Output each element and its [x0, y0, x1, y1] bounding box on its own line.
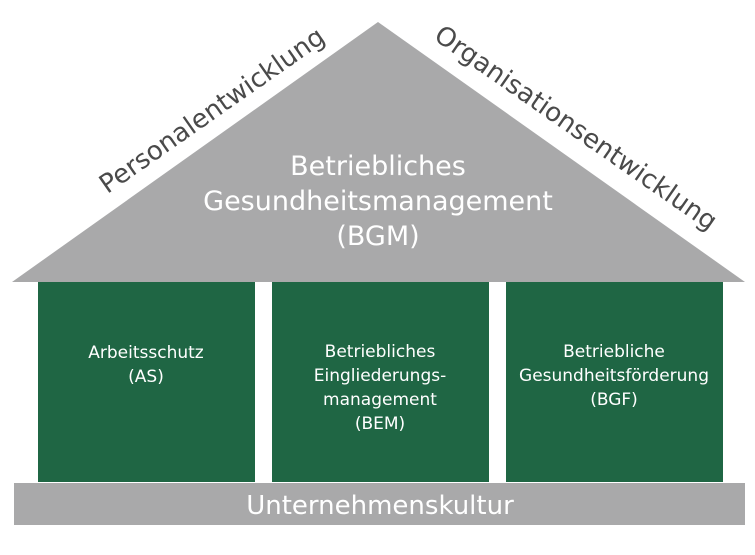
pillar-label-line: Betriebliche [563, 342, 665, 362]
pillar-label-line: Gesundheitsförderung [519, 366, 709, 386]
foundation [14, 483, 745, 525]
pillar-label-line: Eingliederungs- [314, 366, 447, 386]
pillar-label-line: (AS) [128, 367, 164, 387]
roof-title-line: Gesundheitsmanagement [203, 186, 553, 217]
pillar-label-line: Arbeitsschutz [88, 343, 204, 363]
roof-title-line: (BGM) [336, 221, 419, 252]
roof [12, 22, 745, 282]
pillar-label-line: management [323, 390, 437, 410]
pillar-label-line: Betriebliches [325, 342, 436, 362]
pillar-bem [272, 282, 489, 482]
roof-title-line: Betriebliches [290, 151, 466, 182]
pillar-label-line: (BGF) [590, 390, 638, 410]
foundation-label: Unternehmenskultur [246, 491, 514, 521]
pillar-arbeitsschutz [38, 282, 255, 482]
pillar-label-line: (BEM) [355, 414, 405, 434]
pillar-bgf [506, 282, 723, 482]
